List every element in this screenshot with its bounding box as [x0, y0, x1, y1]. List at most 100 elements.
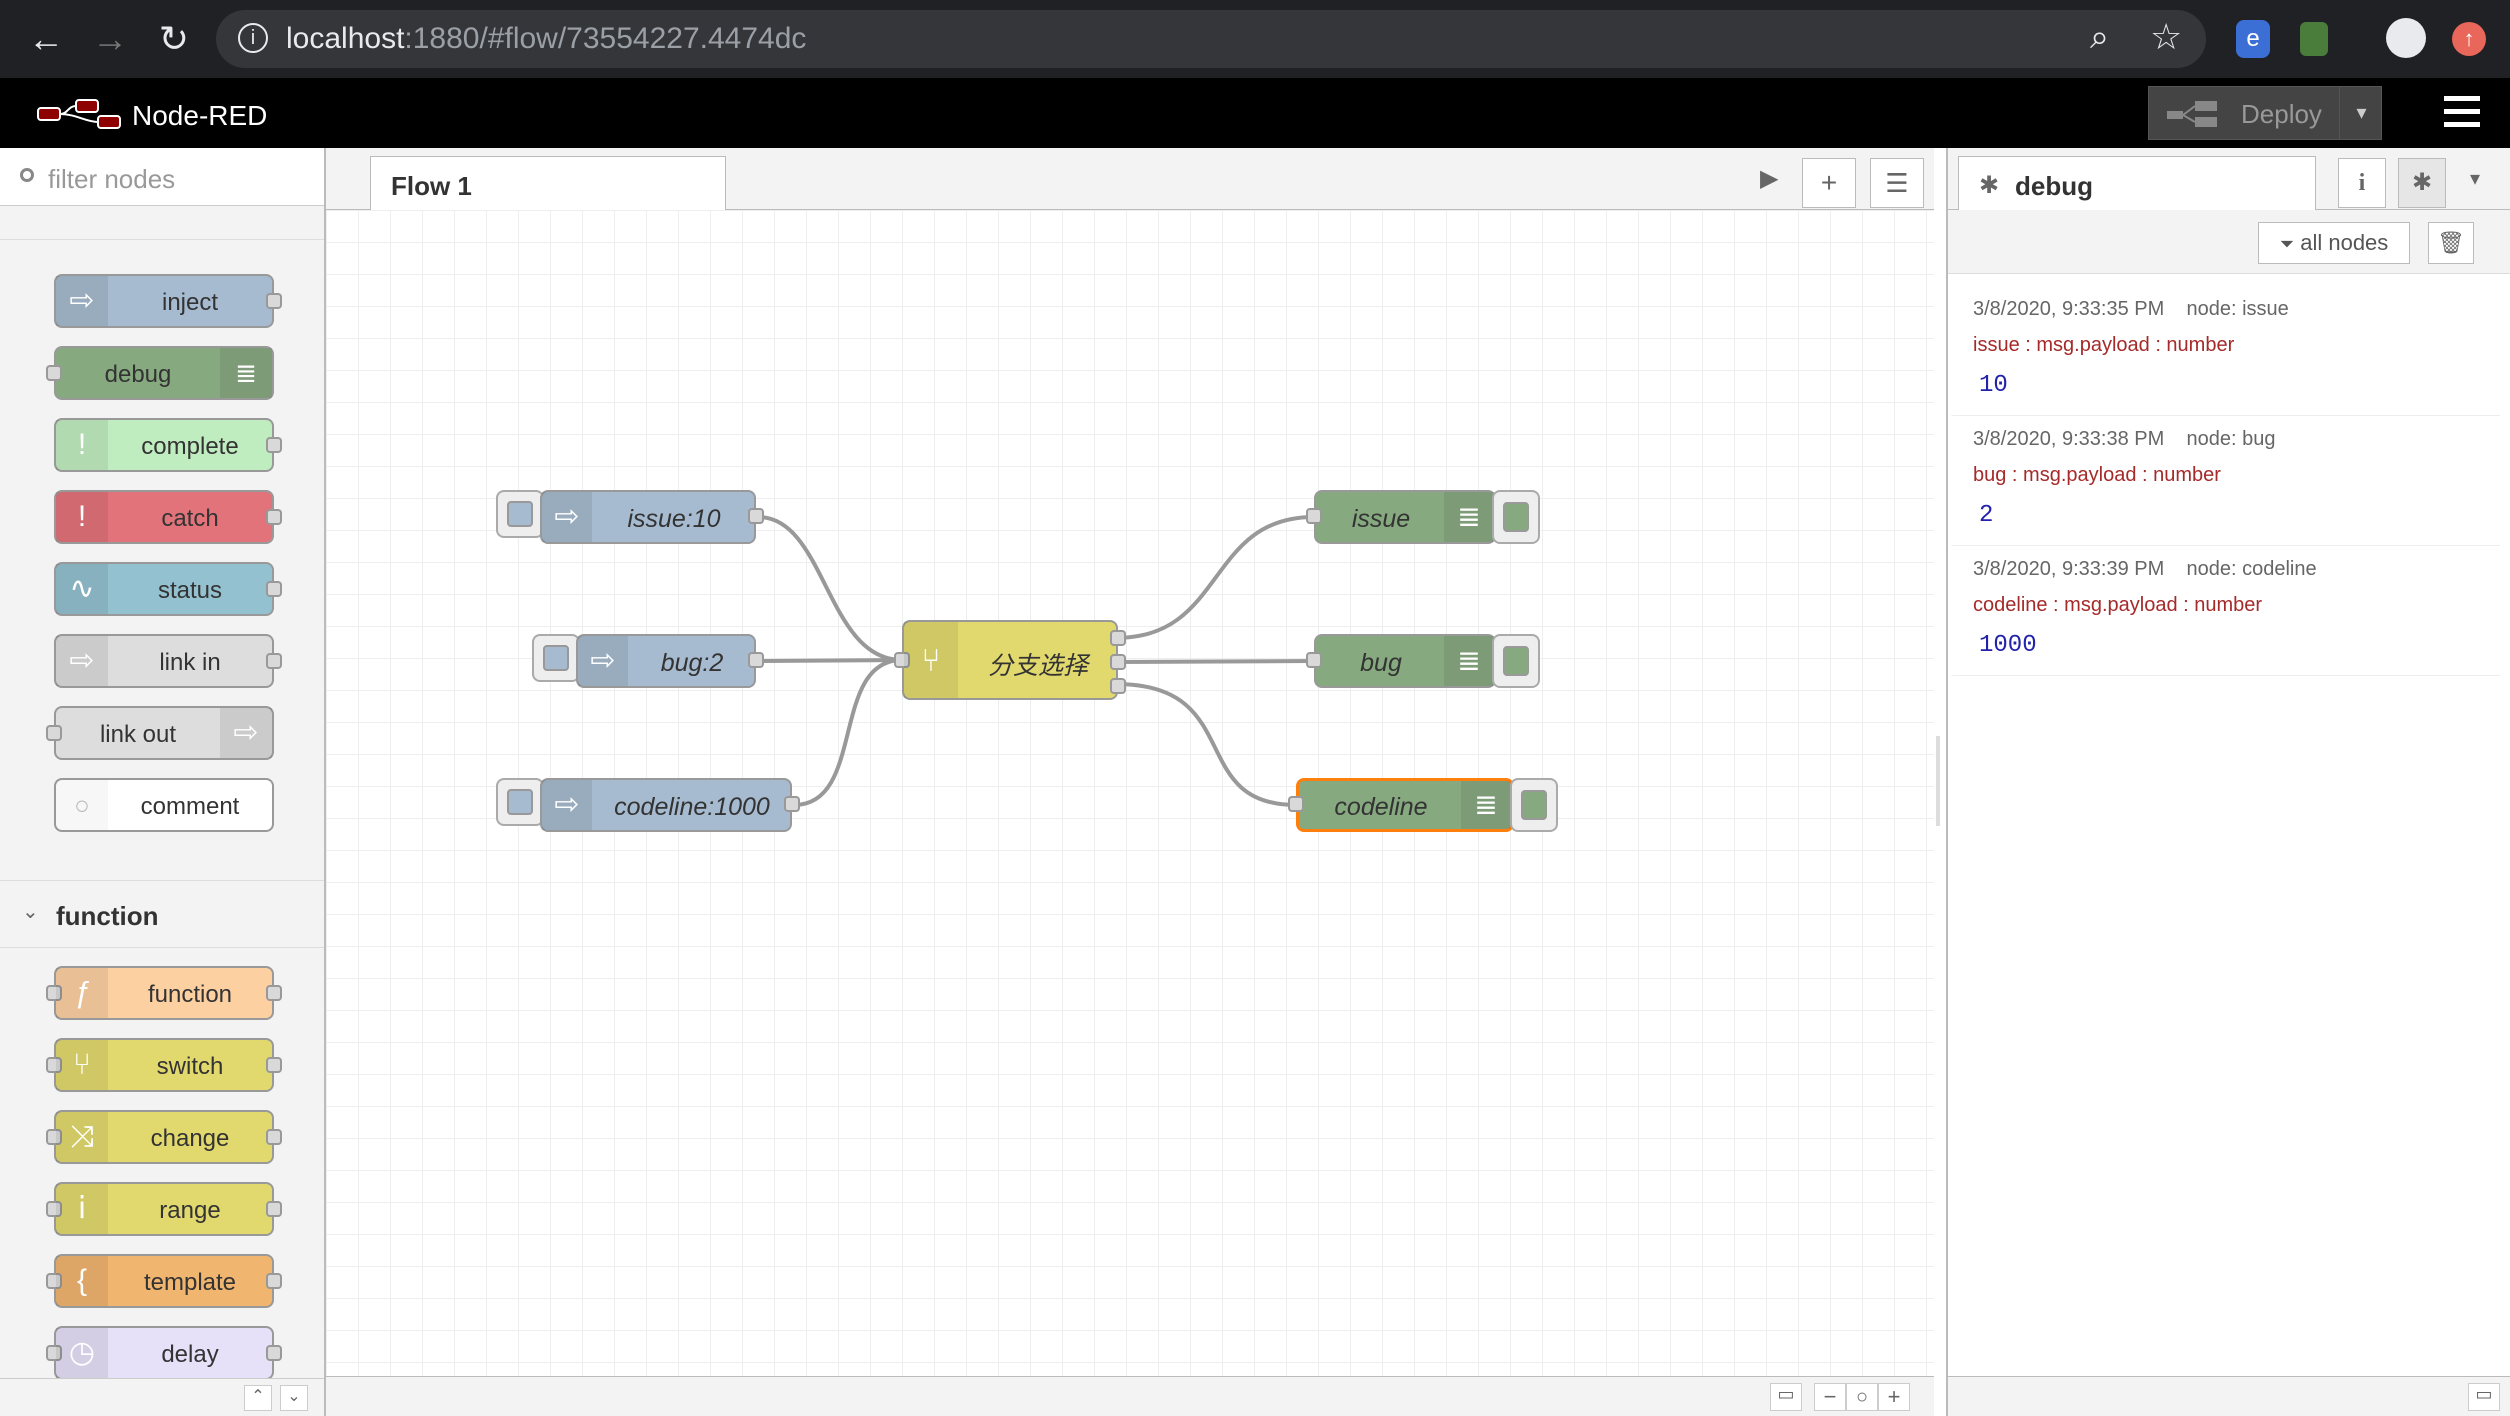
palette-node-inject[interactable]: ⇨ inject [54, 274, 282, 328]
bug-icon: ✱ [1979, 172, 2000, 199]
node-debug-issue[interactable]: issue ≣ [1306, 490, 1496, 544]
output-port [266, 437, 282, 453]
expand-all-icon[interactable]: ⌄ [280, 1385, 308, 1411]
function-icon: ƒ [56, 968, 108, 1018]
palette-node-catch[interactable]: ! catch [54, 490, 282, 544]
address-bar[interactable]: i localhost:1880/#flow/73554227.4474dc ⌕… [216, 10, 2206, 68]
function-category-header[interactable]: ⌄ function [0, 880, 324, 948]
link-out-arrow-icon: ⇨ [220, 708, 272, 758]
forward-icon[interactable]: → [92, 18, 128, 59]
node-inject-codeline[interactable]: ⇨ codeline:1000 [540, 778, 800, 832]
wire-switch-to-issue [1115, 515, 1315, 640]
add-flow-button[interactable]: + [1802, 158, 1856, 208]
input-port [46, 365, 62, 381]
debug-message[interactable]: 3/8/2020, 9:33:35 PM node: issue issue :… [1950, 286, 2500, 416]
input-port[interactable] [1288, 796, 1304, 812]
popout-window-icon[interactable]: ▭ [2468, 1383, 2500, 1411]
output-port[interactable] [784, 796, 800, 812]
debug-sidebar: ✱ debug i ✱ ▾ ⏷ all nodes 🗑 3/8/2020, 9:… [1946, 148, 2510, 1416]
palette-node-comment[interactable]: ○ comment [54, 778, 274, 832]
zoom-out-icon[interactable]: − [1814, 1383, 1846, 1411]
tab-flow-1[interactable]: Flow 1 [370, 156, 726, 212]
debug-toggle-button[interactable] [1492, 634, 1540, 688]
zoom-icon[interactable]: ⌕ [2090, 18, 2110, 56]
main-menu-icon[interactable] [2444, 94, 2480, 130]
profile-avatar-icon[interactable] [2386, 18, 2426, 58]
input-port[interactable] [894, 652, 910, 668]
flow-list-icon[interactable]: ☰ [1870, 158, 1924, 208]
scroll-right-icon[interactable]: ▶ [1760, 165, 1779, 192]
palette-node-function[interactable]: ƒ function [46, 966, 282, 1020]
input-port[interactable] [1306, 508, 1322, 524]
info-icon[interactable]: i [238, 23, 268, 53]
output-port[interactable] [748, 508, 764, 524]
inject-trigger-button[interactable] [532, 634, 580, 682]
palette-node-delay[interactable]: ◷ delay [46, 1326, 282, 1380]
palette-node-debug[interactable]: debug ≣ [46, 346, 274, 400]
output-port [266, 985, 282, 1001]
sidebar-resize-handle[interactable] [1936, 736, 1940, 826]
message-meta: 3/8/2020, 9:33:39 PM node: codeline [1973, 558, 2317, 580]
input-port[interactable] [1306, 652, 1322, 668]
palette-node-complete[interactable]: ! complete [54, 418, 282, 472]
palette-node-status[interactable]: ∿ status [54, 562, 282, 616]
node-inject-bug[interactable]: ⇨ bug:2 [576, 634, 764, 688]
node-switch[interactable]: ⑂ 分支选择 [894, 620, 1126, 700]
debug-toolbar: ⏷ all nodes 🗑 [1948, 210, 2510, 274]
zoom-in-icon[interactable]: + [1878, 1383, 1910, 1411]
navigator-map-icon[interactable]: ▭ [1770, 1383, 1802, 1411]
chevron-down-icon: ⌄ [22, 901, 39, 923]
debug-tab-icon[interactable]: ✱ [2398, 158, 2446, 208]
flow-wires [757, 515, 1315, 807]
palette-node-change[interactable]: ⤨ change [46, 1110, 282, 1164]
inject-trigger-button[interactable] [496, 778, 544, 826]
debug-toggle-button[interactable] [1492, 490, 1540, 544]
debug-toggle-button[interactable] [1510, 778, 1558, 832]
bookmark-star-icon[interactable]: ☆ [2150, 16, 2183, 57]
reload-icon[interactable]: ↻ [158, 18, 190, 59]
node-debug-codeline[interactable]: codeline ≣ [1288, 778, 1514, 832]
node-debug-bug[interactable]: bug ≣ [1306, 634, 1496, 688]
output-port [266, 1345, 282, 1361]
palette-node-link-in[interactable]: ⇨ link in [54, 634, 282, 688]
filter-nodes-input[interactable]: filter nodes [0, 148, 324, 206]
node-inject-issue[interactable]: ⇨ issue:10 [540, 490, 764, 544]
filter-all-nodes-button[interactable]: ⏷ all nodes [2258, 222, 2410, 264]
sidebar-menu-chevron-icon[interactable]: ▾ [2470, 168, 2481, 190]
flow-canvas[interactable]: ⇨ issue:10 ⇨ bug:2 ⇨ codeline:1000 ⑂ 分支选… [326, 210, 1934, 1376]
extension-icon[interactable]: e [2236, 20, 2270, 58]
palette-node-link-out[interactable]: link out ⇨ [46, 706, 274, 760]
message-meta: 3/8/2020, 9:33:38 PM node: bug [1973, 428, 2276, 450]
palette-node-switch[interactable]: ⑂ switch [46, 1038, 282, 1092]
deploy-button[interactable]: Deploy ▾ [2148, 86, 2382, 140]
common-category-header[interactable] [0, 206, 324, 240]
output-port [266, 653, 282, 669]
extension-2-icon[interactable] [2300, 22, 2328, 56]
node-label: codeline [1334, 793, 1428, 821]
output-port[interactable] [748, 652, 764, 668]
inject-trigger-button[interactable] [496, 490, 544, 538]
debug-message[interactable]: 3/8/2020, 9:33:38 PM node: bug bug : msg… [1950, 416, 2500, 546]
zoom-reset-icon[interactable]: ○ [1846, 1383, 1878, 1411]
tab-debug[interactable]: ✱ debug [1958, 156, 2316, 212]
collapse-all-icon[interactable]: ⌃ [244, 1385, 272, 1411]
workspace: Flow 1 ▶ + ☰ ⇨ issue:10 ⇨ bug:2 [326, 148, 1934, 1416]
message-value[interactable]: 2 [1979, 502, 1994, 529]
filter-label: all nodes [2300, 230, 2389, 255]
back-icon[interactable]: ← [28, 18, 64, 59]
output-port-3[interactable] [1110, 678, 1126, 694]
debug-message[interactable]: 3/8/2020, 9:33:39 PM node: codeline code… [1950, 546, 2500, 676]
info-tab-icon[interactable]: i [2338, 158, 2386, 208]
clear-trash-icon[interactable]: 🗑 [2428, 222, 2474, 264]
output-port-1[interactable] [1110, 630, 1126, 646]
deploy-dropdown-icon[interactable]: ▾ [2339, 87, 2383, 139]
message-value[interactable]: 10 [1979, 372, 2008, 399]
palette-node-template[interactable]: { template [46, 1254, 282, 1308]
palette-node-range[interactable]: ⅰ range [46, 1182, 282, 1236]
update-icon[interactable]: ↑ [2452, 22, 2486, 56]
wire-issue-to-switch [757, 515, 903, 662]
message-value[interactable]: 1000 [1979, 632, 2037, 659]
input-port [46, 1129, 62, 1145]
output-port-2[interactable] [1110, 654, 1126, 670]
deploy-label: Deploy [2241, 99, 2322, 129]
